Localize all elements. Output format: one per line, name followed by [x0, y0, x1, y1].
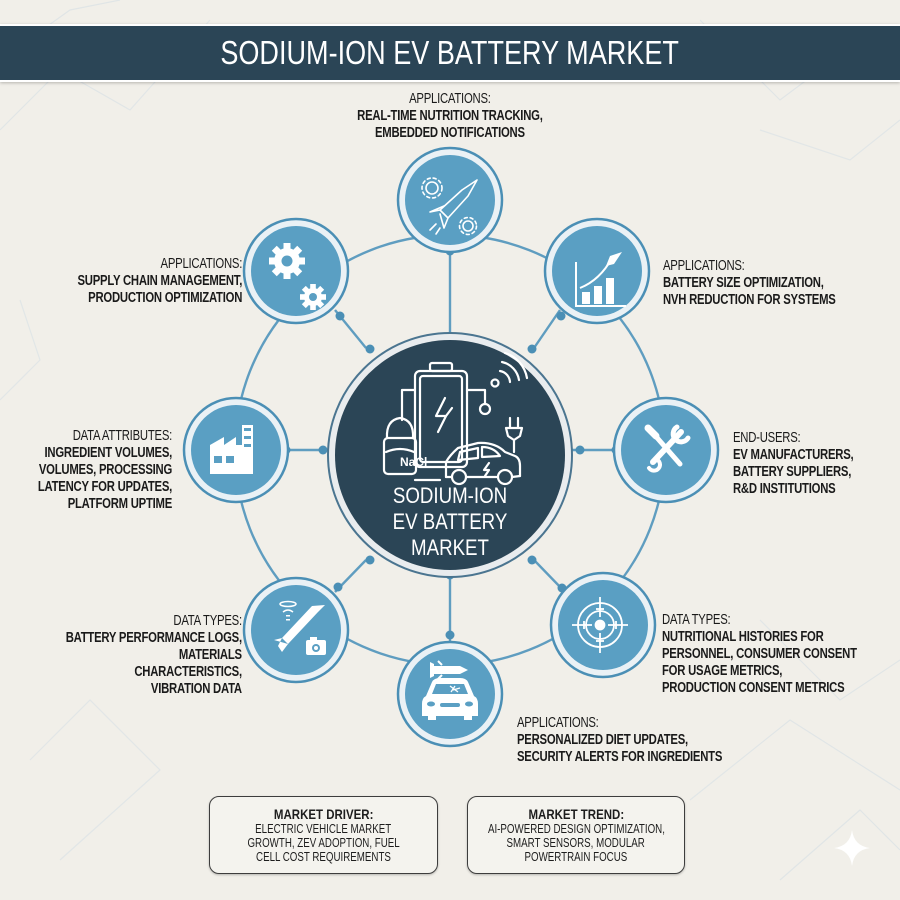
node-top-left[interactable] — [242, 217, 350, 325]
rocket-gears-icon — [421, 177, 478, 236]
label-top-left-line: SUPPLY CHAIN MANAGEMENT, — [77, 273, 242, 289]
label-top-right-heading: APPLICATIONS: — [663, 258, 745, 274]
market-driver-line: GROWTH, ZEV ADOPTION, FUEL — [247, 836, 400, 850]
label-top-left-line: PRODUCTION OPTIMIZATION — [87, 290, 243, 306]
market-driver-line: CELL COST REQUIREMENTS — [256, 850, 391, 864]
market-trend-line: SMART SENSORS, MODULAR — [506, 836, 646, 850]
center-line-2: EV BATTERY — [392, 509, 508, 534]
market-trend-box: MARKET TREND: AI-POWERED DESIGN OPTIMIZA… — [467, 796, 685, 874]
label-bottom: APPLICATIONS: PERSONALIZED DIET UPDATES,… — [517, 715, 817, 766]
factory-icon — [210, 425, 253, 474]
label-bottom-left-line: MATERIALS — [178, 647, 242, 663]
market-driver-box: MARKET DRIVER: ELECTRIC VEHICLE MARKET G… — [209, 796, 438, 874]
node-bottom[interactable] — [396, 640, 504, 748]
market-trend-line: POWERTRAIN FOCUS — [524, 850, 628, 864]
label-bottom-left-line: BATTERY PERFORMANCE LOGS, — [65, 630, 242, 646]
sodium-battery-ev-icon — [382, 351, 529, 486]
label-top-right: APPLICATIONS: BATTERY SIZE OPTIMIZATION,… — [663, 258, 900, 309]
label-right: END-USERS: EV MANUFACTURERS, BATTERY SUP… — [733, 430, 900, 498]
label-bottom-right-heading: DATA TYPES: — [662, 612, 731, 628]
label-bottom-left-heading: DATA TYPES: — [173, 613, 243, 629]
label-bottom-right-line: PRODUCTION CONSENT METRICS — [662, 680, 845, 696]
label-bottom-right-line: FOR USAGE METRICS, — [662, 663, 783, 679]
center-line-1: SODIUM-ION — [392, 483, 508, 508]
label-bottom-line: PERSONALIZED DIET UPDATES, — [517, 732, 688, 748]
market-trend-line: AI-POWERED DESIGN OPTIMIZATION, — [487, 822, 665, 836]
center-hub-label: SODIUM-ION EV BATTERY MARKET — [350, 483, 550, 561]
label-left: DATA ATTRIBUTES: INGREDIENT VOLUMES, VOL… — [0, 428, 172, 513]
title-bar: SODIUM-ION EV BATTERY MARKET — [0, 24, 900, 82]
label-top-left-heading: APPLICATIONS: — [160, 256, 242, 272]
rocket-camera-icon — [274, 600, 326, 655]
wrench-screwdriver-icon — [644, 424, 691, 473]
sparkle-icon — [834, 830, 870, 866]
node-left[interactable] — [182, 396, 290, 504]
growth-chart-rocket-icon — [575, 252, 626, 307]
market-trend-title: MARKET TREND: — [528, 806, 624, 822]
page-title: SODIUM-ION EV BATTERY MARKET — [220, 34, 680, 71]
label-bottom-left-line: CHARACTERISTICS, — [134, 664, 243, 680]
car-missile-icon — [422, 660, 478, 720]
label-bottom-line: SECURITY ALERTS FOR INGREDIENTS — [517, 749, 723, 765]
label-bottom-left: DATA TYPES: BATTERY PERFORMANCE LOGS, MA… — [0, 613, 242, 698]
label-left-line: PLATFORM UPTIME — [67, 496, 173, 512]
label-bottom-right-line: PERSONNEL, CONSUMER CONSENT — [662, 646, 857, 662]
label-left-line: INGREDIENT VOLUMES, — [44, 445, 173, 461]
label-top-right-line: NVH REDUCTION FOR SYSTEMS — [663, 292, 836, 308]
label-top-left: APPLICATIONS: SUPPLY CHAIN MANAGEMENT, P… — [0, 256, 242, 307]
node-bottom-right[interactable] — [549, 571, 657, 679]
salt-label: NaCl — [400, 455, 427, 469]
market-driver-title: MARKET DRIVER: — [273, 806, 374, 822]
label-bottom-left-line: VIBRATION DATA — [151, 681, 242, 697]
label-right-line: R&D INSTITUTIONS — [733, 481, 836, 497]
center-line-3: MARKET — [411, 535, 489, 560]
label-right-line: EV MANUFACTURERS, — [733, 447, 854, 463]
label-top-heading: APPLICATIONS: — [409, 91, 491, 107]
node-bottom-left[interactable] — [242, 576, 350, 684]
target-crosshair-icon — [572, 597, 628, 653]
label-top-line: REAL-TIME NUTRITION TRACKING, — [357, 108, 543, 124]
label-bottom-right: DATA TYPES: NUTRITIONAL HISTORIES FOR PE… — [662, 612, 900, 697]
label-top: APPLICATIONS: REAL-TIME NUTRITION TRACKI… — [250, 91, 650, 142]
market-driver-line: ELECTRIC VEHICLE MARKET — [255, 822, 392, 836]
label-bottom-heading: APPLICATIONS: — [517, 715, 599, 731]
node-top[interactable] — [396, 146, 504, 254]
label-bottom-right-line: NUTRITIONAL HISTORIES FOR — [662, 629, 824, 645]
label-right-line: BATTERY SUPPLIERS, — [733, 464, 852, 480]
node-top-right[interactable] — [543, 217, 651, 325]
center-hub: NaCl — [327, 332, 573, 578]
label-left-heading: DATA ATTRIBUTES: — [72, 428, 173, 444]
node-right[interactable] — [612, 396, 720, 504]
label-left-line: VOLUMES, PROCESSING — [38, 462, 173, 478]
gears-icon — [269, 243, 326, 310]
label-right-heading: END-USERS: — [733, 430, 801, 446]
label-left-line: LATENCY FOR UPDATES, — [37, 479, 173, 495]
label-top-line: EMBEDDED NOTIFICATIONS — [375, 125, 525, 141]
label-top-right-line: BATTERY SIZE OPTIMIZATION, — [663, 275, 824, 291]
